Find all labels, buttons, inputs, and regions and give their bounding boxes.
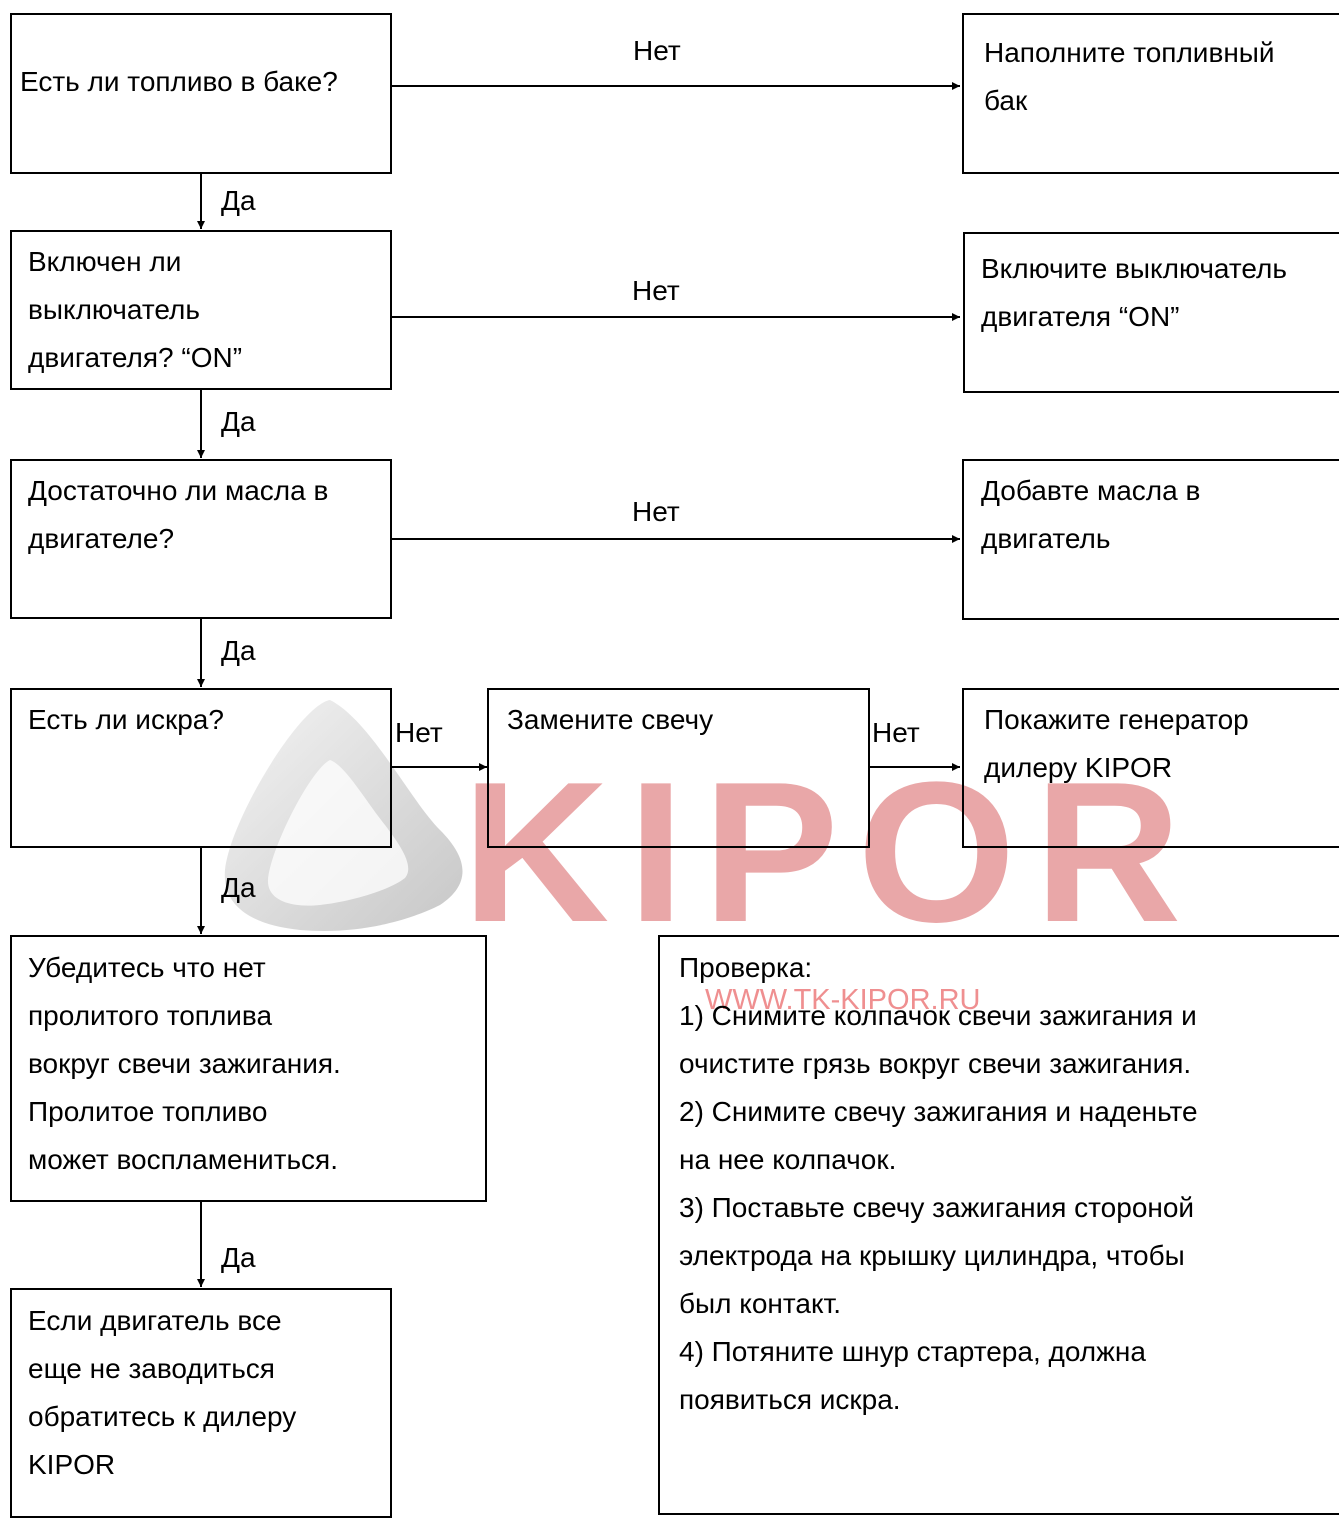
fuel-spill-text: Убедитесь что нет пролитого топлива вокр… <box>28 952 341 1175</box>
switch-question-box <box>10 230 392 390</box>
watermark-brand: KIPOR <box>462 741 1200 964</box>
label-no-3: Нет <box>632 496 680 527</box>
fuel-spill-box <box>10 935 487 1202</box>
spark-question-box <box>10 688 392 848</box>
label-yes-5: Да <box>221 1242 256 1273</box>
label-no-2: Нет <box>632 275 680 306</box>
fuel-action-text: Наполните топливный бак <box>984 37 1275 116</box>
spark-question-text: Есть ли искра? <box>28 704 224 735</box>
switch-action-box <box>963 232 1339 393</box>
label-no-5: Нет <box>872 717 920 748</box>
check-text: Проверка: 1) Снимите колпачок свечи зажи… <box>679 952 1198 1415</box>
label-yes-3: Да <box>221 635 256 666</box>
final-text: Если двигатель все еще не заводиться обр… <box>28 1305 297 1480</box>
plug-action-text: Замените свечу <box>507 704 714 735</box>
dealer-action-box <box>962 688 1339 848</box>
fuel-action-box <box>962 13 1339 174</box>
fuel-question-box <box>10 13 392 174</box>
switch-action-text: Включите выключатель двигателя “ON” <box>981 253 1287 332</box>
label-yes-2: Да <box>221 406 256 437</box>
oil-question-box <box>10 459 392 619</box>
watermark-url: WWW.TK-KIPOR.RU <box>705 984 981 1016</box>
dealer-action-text: Покажите генератор дилеру KIPOR <box>984 704 1249 783</box>
label-no-4: Нет <box>395 717 443 748</box>
oil-question-text: Достаточно ли масла в двигателе? <box>28 475 329 554</box>
fuel-question-text: Есть ли топливо в баке? <box>20 66 338 97</box>
oil-action-box <box>962 459 1339 620</box>
label-no-1: Нет <box>633 35 681 66</box>
switch-question-text: Включен ли выключатель двигателя? “ON” <box>28 246 243 373</box>
label-yes-1: Да <box>221 185 256 216</box>
plug-action-box <box>487 688 870 848</box>
oil-action-text: Добавте масла в двигатель <box>981 475 1201 554</box>
label-yes-4: Да <box>221 872 256 903</box>
